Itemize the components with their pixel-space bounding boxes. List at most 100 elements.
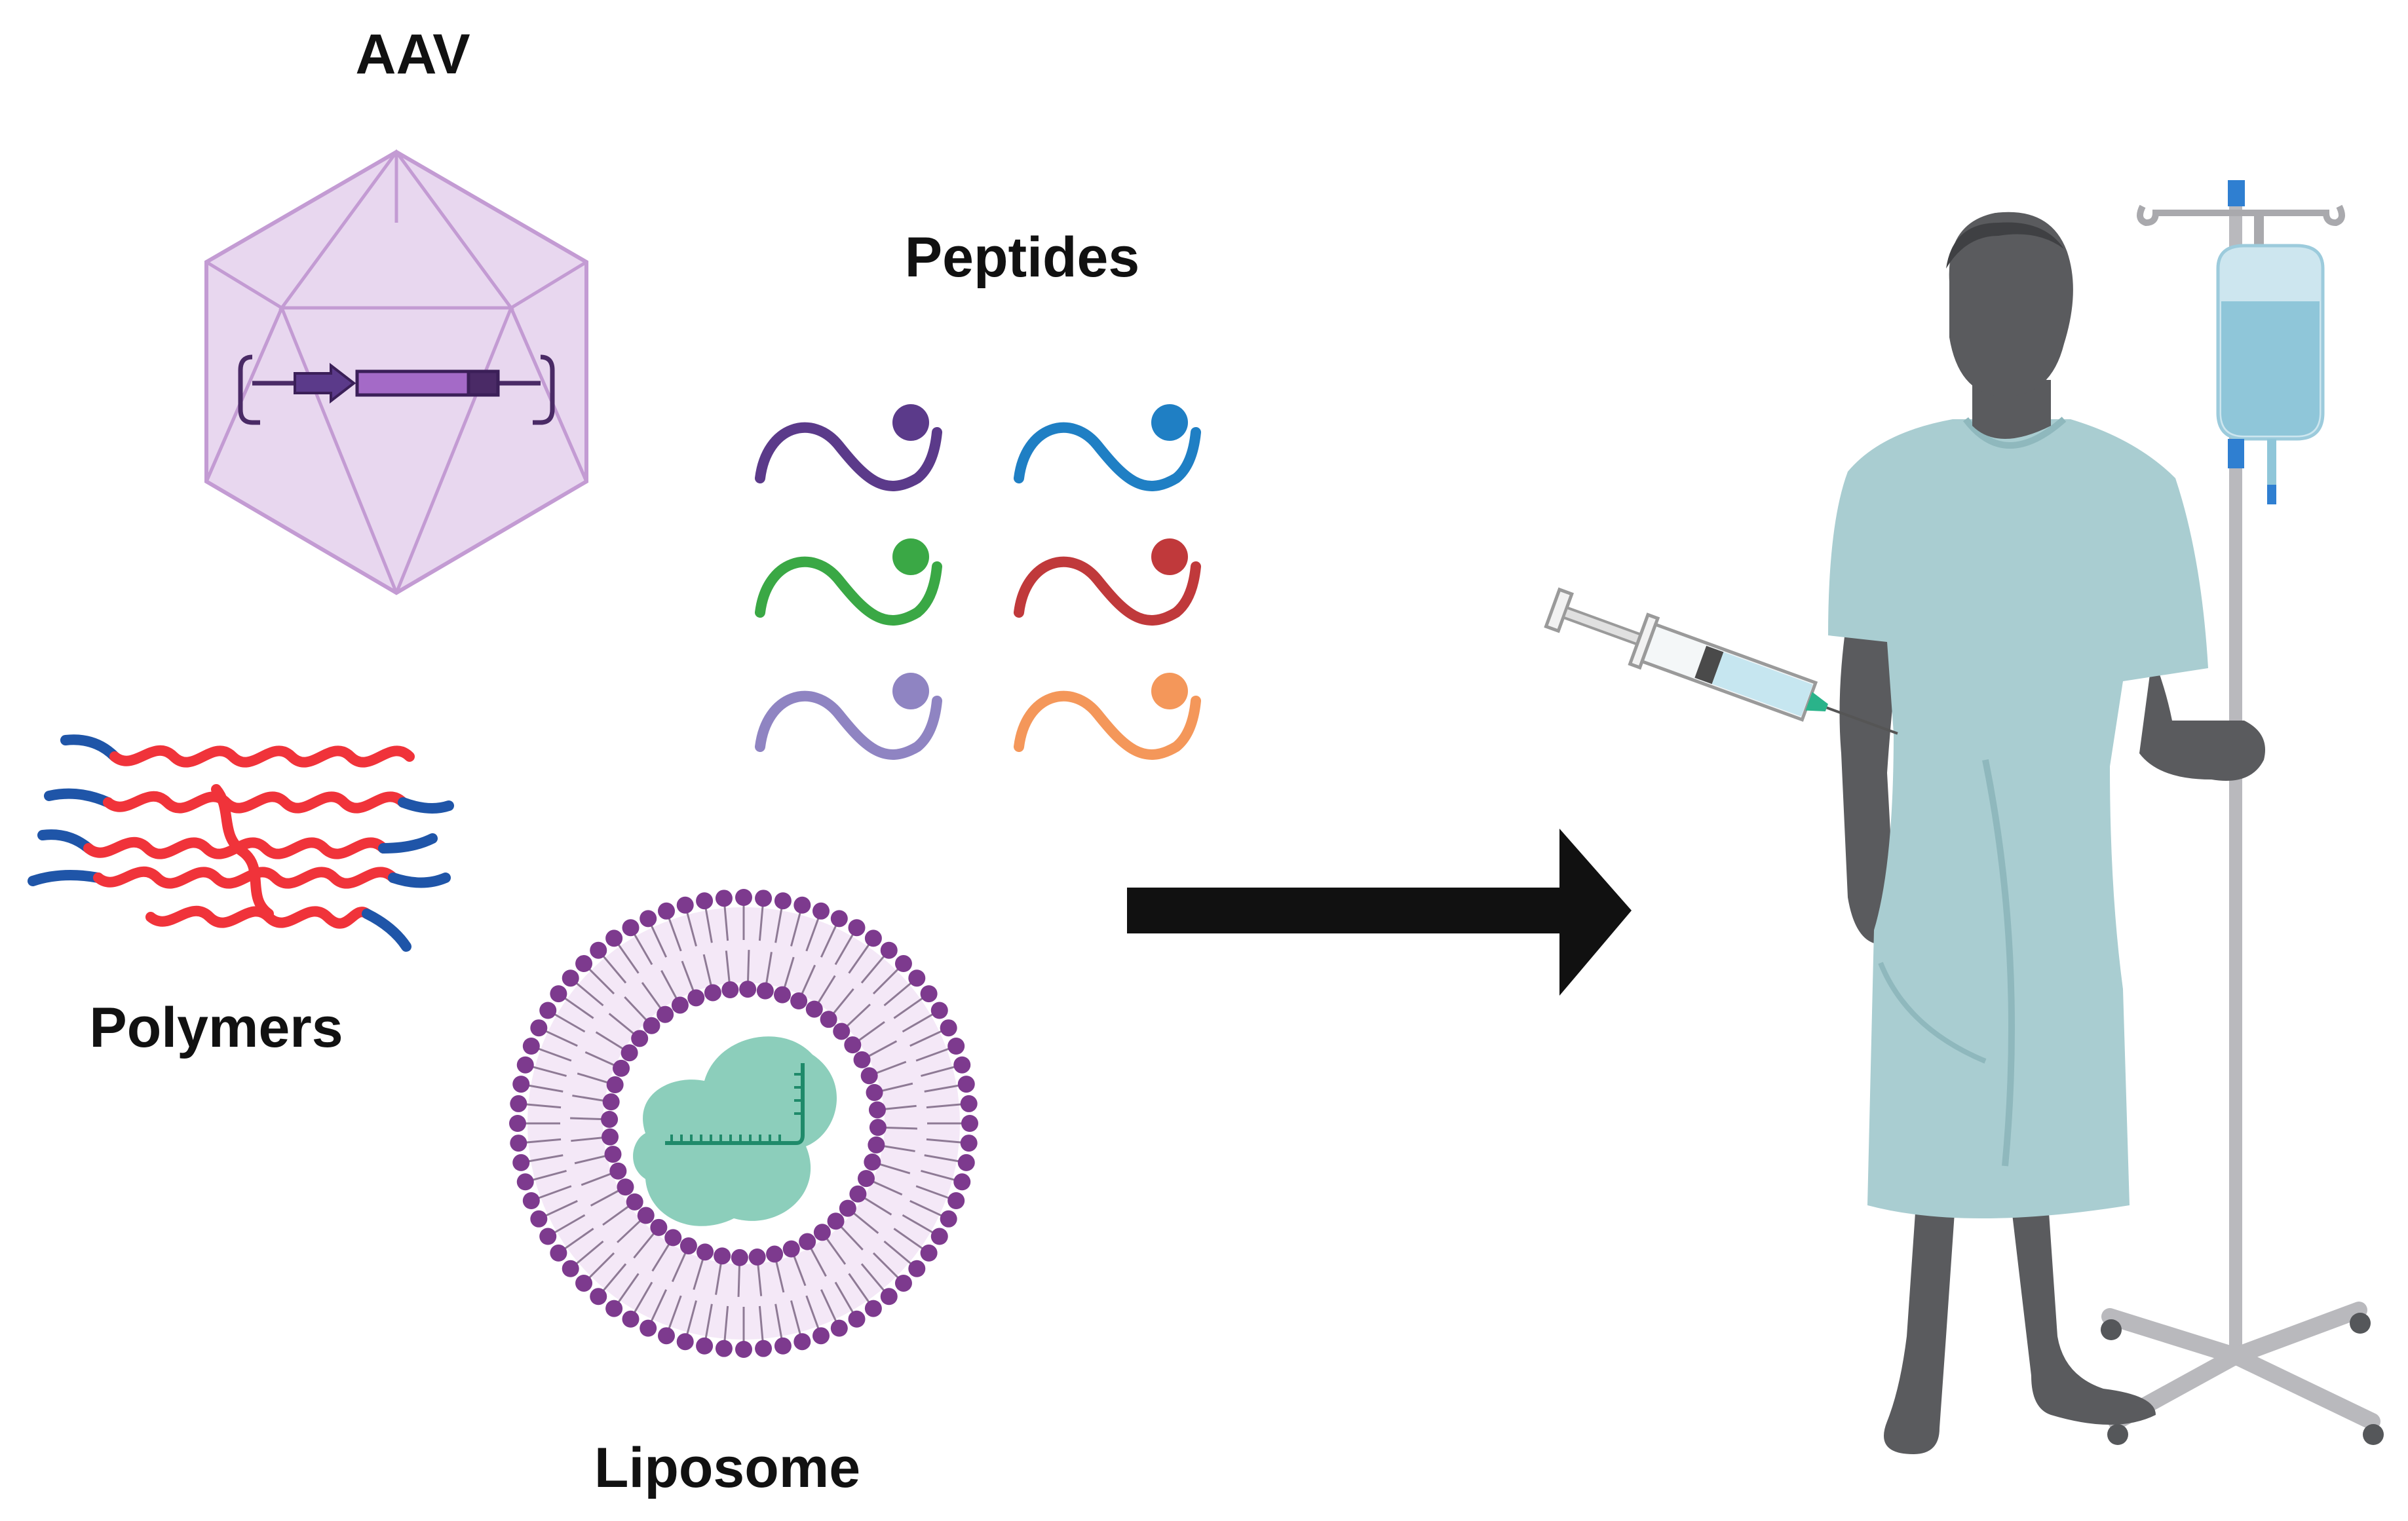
lipid-head	[849, 1185, 867, 1203]
lipid-head	[961, 1115, 978, 1132]
lipid-head	[844, 1036, 862, 1054]
lipid-head	[894, 955, 912, 973]
lipid-head	[755, 1340, 773, 1357]
lipid-head	[510, 1135, 527, 1152]
lipid-head	[601, 1110, 619, 1128]
lipid-head	[622, 1310, 640, 1328]
lipid-head	[920, 985, 938, 1003]
lipid-head	[864, 1153, 881, 1171]
lipid-head	[960, 1135, 978, 1152]
lipid-head	[516, 1056, 534, 1074]
lipid-head	[848, 919, 866, 937]
lipid-head	[853, 1051, 871, 1068]
lipid-head	[721, 981, 739, 999]
aav-capsid-icon	[204, 149, 589, 595]
peptide-chain	[755, 690, 942, 760]
lipid-head	[830, 1319, 848, 1337]
peptide-head	[1151, 538, 1188, 575]
lipid-head	[755, 890, 773, 907]
lipid-head	[605, 930, 623, 947]
lipid-head	[512, 1076, 530, 1093]
lipid-head	[805, 1000, 823, 1018]
lipid-head	[731, 1249, 748, 1266]
lipid-head	[813, 1224, 831, 1241]
lipid-head	[960, 1095, 978, 1112]
lipid-head	[562, 1260, 579, 1277]
lipid-head	[676, 896, 694, 914]
lipid-head	[604, 1146, 622, 1163]
lipid-head	[679, 1237, 697, 1254]
lipid-head	[793, 896, 811, 914]
lipid-head	[606, 1076, 624, 1094]
lipid-head	[833, 1023, 850, 1040]
peptide-head	[892, 673, 929, 709]
lipid-head	[704, 984, 721, 1002]
peptide-chain	[1014, 422, 1201, 491]
lipid-head	[773, 986, 791, 1004]
lipid-head	[930, 1228, 948, 1245]
lipid-head	[782, 1240, 800, 1258]
cargo-protein-icon	[633, 1036, 837, 1226]
lipid-head	[812, 902, 830, 920]
lipid-head	[748, 1248, 766, 1266]
lipid-head	[866, 1083, 883, 1101]
lipid-head	[880, 1288, 898, 1305]
lipid-head	[512, 1154, 530, 1171]
lipid-head	[664, 1229, 682, 1247]
lipid-head	[562, 969, 579, 987]
peptide-chain	[755, 556, 942, 626]
lipid-head	[820, 1011, 837, 1028]
lipid-head	[864, 930, 882, 947]
lipid-head	[687, 989, 705, 1007]
polymers-icon	[28, 734, 454, 952]
lipid-head	[920, 1244, 938, 1262]
lipid-head	[714, 1247, 731, 1265]
lipid-head	[774, 892, 792, 910]
lipid-head	[957, 1076, 975, 1093]
lipid-head	[868, 1136, 885, 1154]
lipid-head	[590, 1288, 607, 1305]
lipid-head	[735, 1341, 752, 1358]
lipid-head	[739, 981, 757, 998]
lipid-head	[602, 1093, 620, 1111]
lipid-head	[550, 985, 567, 1003]
lipid-head	[609, 1162, 627, 1180]
lipid-head	[880, 941, 898, 959]
lipid-head	[522, 1038, 540, 1055]
lipid-head	[869, 1119, 887, 1136]
lipid-head	[605, 1300, 623, 1317]
lipid-head	[621, 1044, 638, 1062]
lipid-head	[613, 1059, 630, 1077]
lipid-head	[774, 1337, 792, 1355]
lipid-head	[550, 1244, 567, 1262]
lipid-head	[522, 1192, 540, 1209]
lipid-head	[539, 1228, 557, 1245]
lipid-head	[590, 941, 607, 959]
lipid-head	[860, 1067, 878, 1085]
peptide-head	[1151, 673, 1188, 709]
lipid-head	[637, 1207, 655, 1224]
lipid-head	[602, 1128, 619, 1146]
lipid-head	[790, 992, 808, 1010]
lipid-head	[715, 890, 733, 907]
transgene-cassette-icon	[238, 354, 555, 425]
polymers-label: Polymers	[89, 996, 343, 1059]
lipid-head	[516, 1173, 534, 1191]
lipid-head	[671, 996, 689, 1014]
lipid-head	[735, 889, 752, 906]
peptides-group	[755, 404, 1201, 760]
lipid-head	[827, 1212, 845, 1230]
lipid-head	[812, 1327, 830, 1345]
lipid-head	[940, 1210, 957, 1228]
lipid-head	[676, 1333, 694, 1351]
lipid-head	[908, 1260, 926, 1277]
lipid-head	[640, 1319, 657, 1337]
lipid-head	[756, 982, 774, 1000]
lipid-head	[643, 1017, 660, 1034]
lipid-head	[839, 1199, 856, 1217]
peptide-head	[1151, 404, 1188, 441]
lipid-head	[894, 1274, 912, 1292]
lipid-head	[868, 1101, 886, 1119]
lipid-head	[530, 1210, 548, 1228]
lipid-head	[575, 955, 593, 973]
